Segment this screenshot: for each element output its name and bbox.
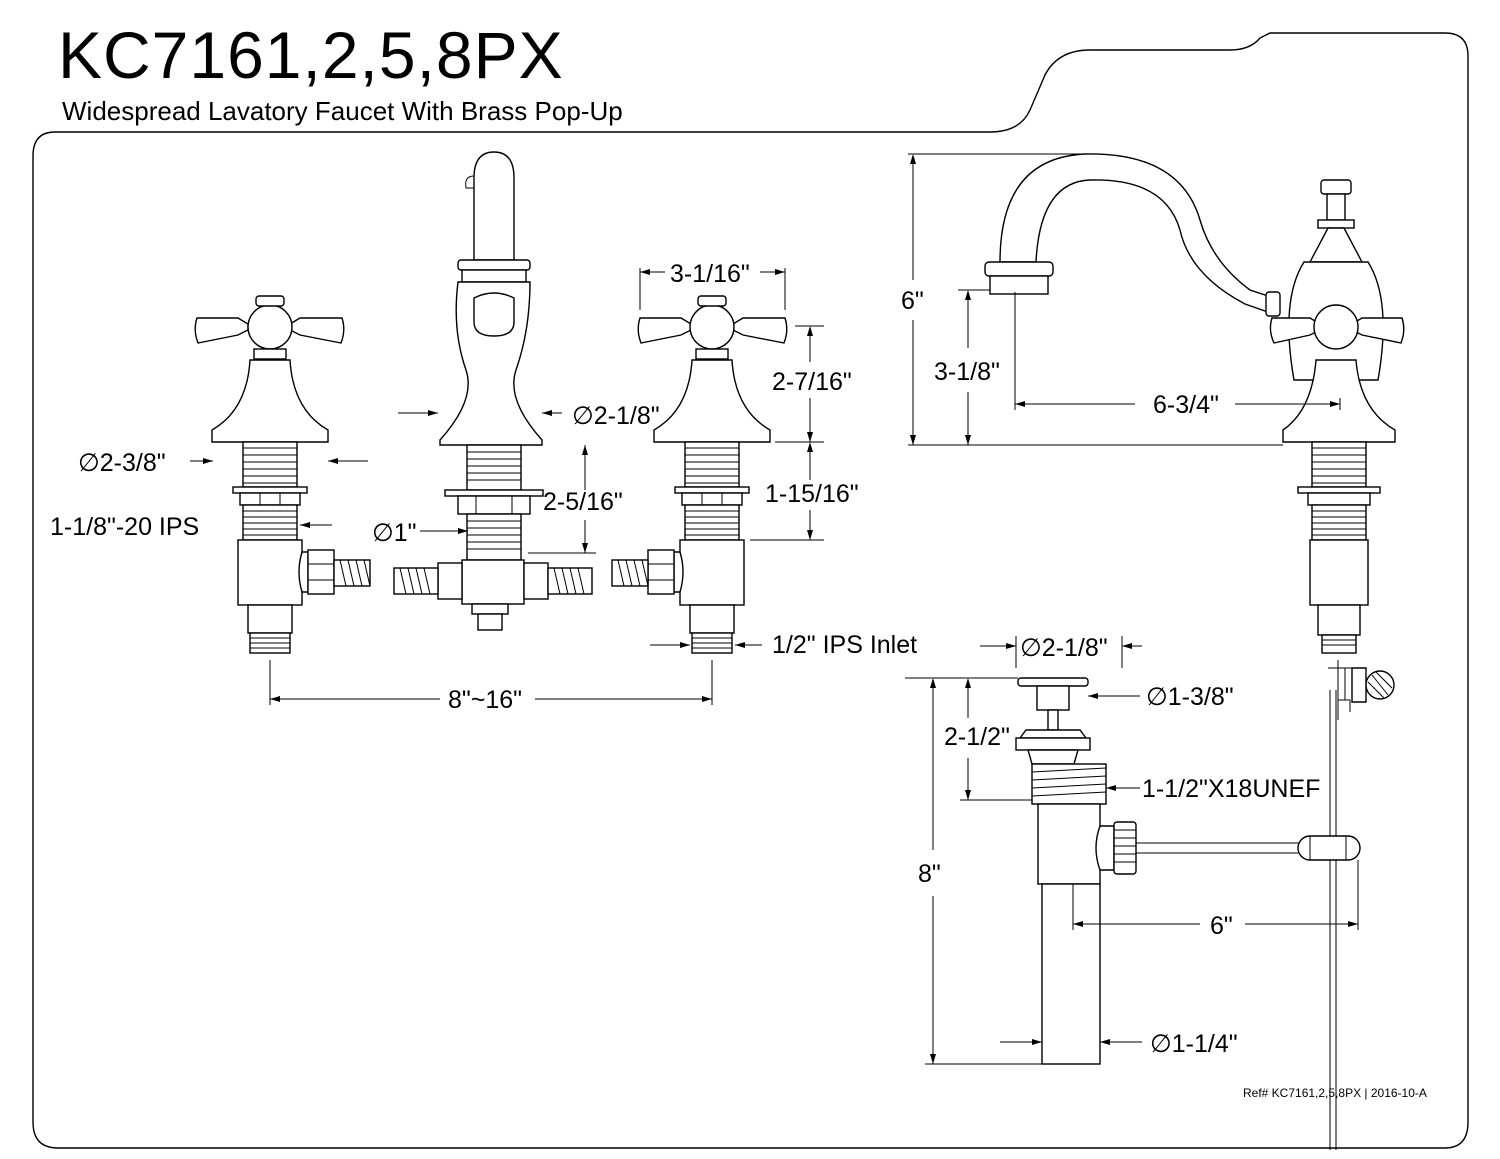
drain-arrowheads: [930, 643, 1358, 1064]
lift-rod-reach-label: 6": [1210, 912, 1233, 940]
drain-height-label: 8": [918, 860, 941, 888]
inlet-label: 1/2" IPS Inlet: [772, 631, 917, 659]
shank-length-label: 1-15/16": [765, 480, 859, 508]
spout-shank-diameter-label: ∅1": [372, 519, 417, 547]
handle-base-diameter-label: ∅2-3/8": [78, 449, 166, 477]
drain-flange-diameter-label: ∅2-1/8": [1020, 634, 1108, 662]
handle-height-label: 2-7/16": [772, 368, 852, 396]
handle-thread-label: 1-1/8"-20 IPS: [50, 513, 199, 541]
spout-clearance-label: 3-1/8": [934, 358, 1000, 386]
drain-dimension-lines: [905, 636, 1359, 1065]
reference-number: Ref# KC7161,2,5,8PX | 2016-10-A: [1243, 1086, 1427, 1100]
spread-label: 8"~16": [448, 686, 522, 714]
right-handle-assembly: [611, 295, 788, 654]
spout-assembly: [393, 151, 593, 631]
page-subtitle: Widespread Lavatory Faucet With Brass Po…: [62, 96, 623, 126]
drain-flange-height-label: 2-1/2": [944, 723, 1010, 751]
side-view-faucet: [984, 153, 1405, 1150]
spout-reach-label: 6-3/4": [1153, 391, 1219, 419]
tailpiece-diameter-label: ∅1-1/4": [1150, 1030, 1238, 1058]
drain-assembly: [1015, 677, 1361, 1065]
drain-thread-label: 1-1/2"X18UNEF: [1142, 775, 1320, 803]
sheet-frame: [32, 32, 1469, 1149]
front-arrowheads: [203, 269, 813, 702]
left-handle-assembly: [194, 295, 371, 654]
handle-width-label: 3-1/16": [670, 260, 750, 288]
spout-base-diameter-label: ∅2-1/8": [572, 402, 660, 430]
faucet-height-label: 6": [901, 287, 924, 315]
spout-shank-length-label: 2-5/16": [543, 488, 623, 516]
page-title: KC7161,2,5,8PX: [58, 18, 564, 92]
drain-cap-diameter-label: ∅1-3/8": [1146, 683, 1234, 711]
